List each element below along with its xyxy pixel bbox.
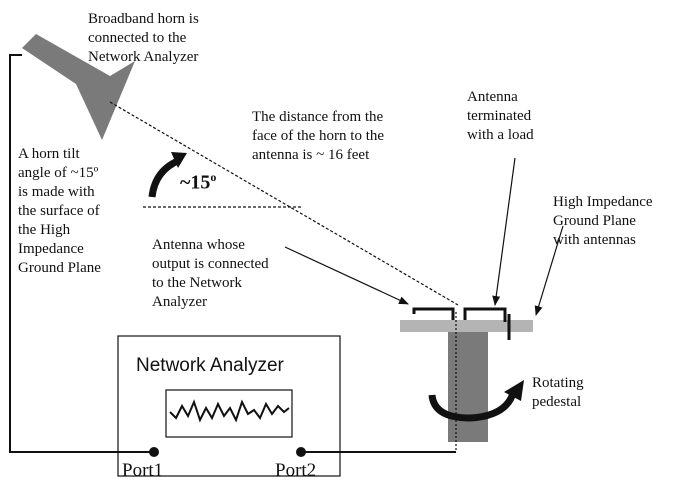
rotation-arrowhead: [504, 380, 524, 401]
network-analyzer-box: [117, 335, 341, 477]
load-note: Antenna terminated with a load: [467, 89, 534, 143]
pointer-load: [492, 157, 516, 306]
ground-plane: [400, 320, 533, 332]
tilt-note: A horn tilt angle of ~15º is made with t…: [18, 146, 101, 276]
port2-connector: [296, 447, 306, 457]
horn-cable: [9, 54, 154, 453]
port2-label: Port2: [275, 460, 317, 481]
pointer-antenna-output: [284, 246, 409, 305]
angle-arrow: [148, 156, 182, 198]
pedestal-note: Rotating pedestal: [532, 375, 584, 410]
network-analyzer-title: Network Analyzer: [136, 355, 284, 376]
line-of-sight: [109, 101, 459, 306]
angle-arrowhead: [171, 152, 187, 168]
horn-antenna: [22, 34, 135, 140]
tilt-angle-label: ~15o: [180, 170, 217, 194]
antenna-loaded: [463, 307, 507, 322]
antenna-output: [412, 307, 455, 320]
ground-plane-note: High Impedance Ground Plane with antenna…: [553, 194, 653, 248]
distance-note: The distance from the face of the horn t…: [252, 109, 385, 163]
rotating-pedestal: [448, 332, 488, 442]
port1-connector: [149, 447, 159, 457]
network-analyzer-screen: [165, 389, 293, 438]
antenna-output-note: Antenna whose output is connected to the…: [152, 237, 269, 310]
rotation-arrow: [428, 388, 518, 422]
horn-note: Broadband horn is connected to the Netwo…: [88, 11, 199, 65]
pointer-ground-plane: [534, 225, 564, 316]
port1-label: Port1: [122, 460, 164, 481]
network-analyzer-trace: [169, 399, 290, 423]
